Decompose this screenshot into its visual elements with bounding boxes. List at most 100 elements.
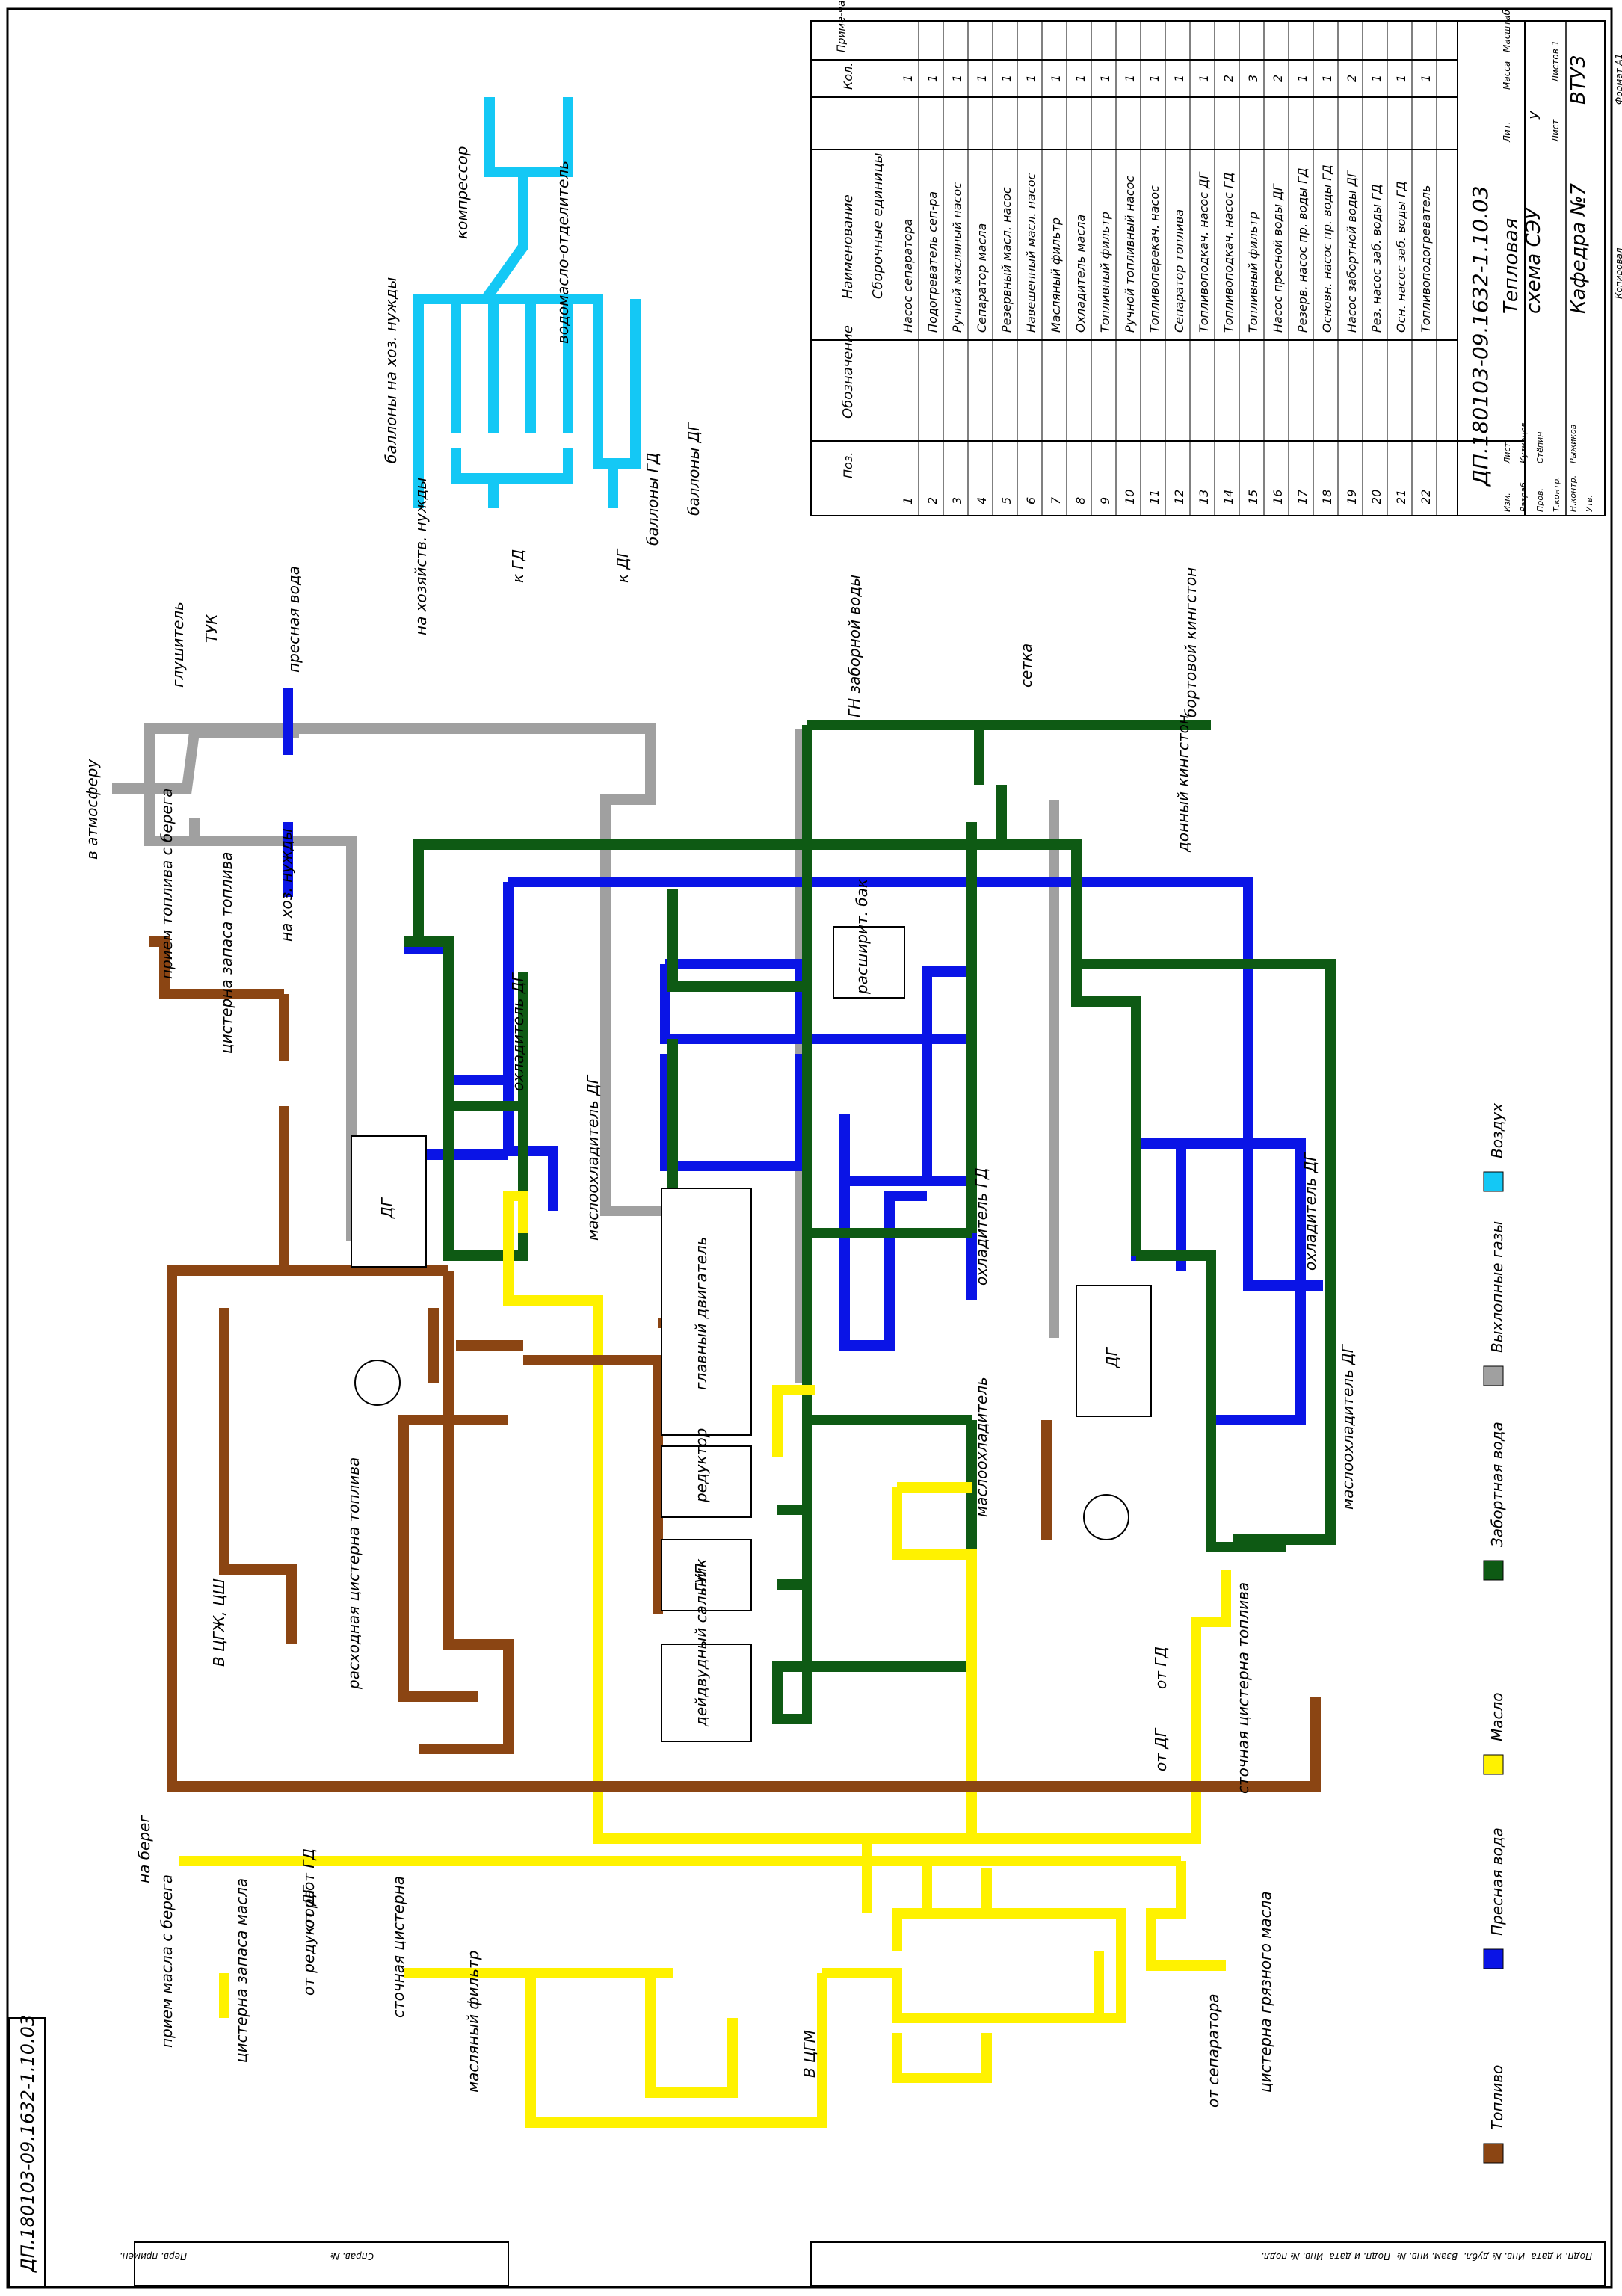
stamp-cell: Перв. примен.: [120, 2251, 187, 2262]
spec-row-name: Топливный фильтр: [1098, 212, 1112, 333]
spec-row-name: Топливоперекач. насос: [1147, 185, 1162, 333]
dirty-oil-tank-label: цистерна грязного масла: [1256, 1891, 1274, 2093]
fuel-reserve-tank-label: цистерна запаса топлива: [218, 851, 235, 1054]
spec-row-qty: 1: [925, 75, 940, 82]
side-kingston-label: бортовой кингстон: [1182, 567, 1200, 718]
copied-label: Копировал: [1614, 247, 1622, 299]
exhaust-system: [112, 723, 1059, 1383]
to-gd-label: к ГД: [509, 549, 527, 583]
spec-row-name: Топливоподкач. насос ДГ: [1197, 171, 1211, 333]
stamp-cell: Инв. № дубл.: [1464, 2251, 1525, 2262]
main-engine-label: главный двигатель: [692, 1237, 710, 1390]
spec-row-pos: 20: [1369, 490, 1384, 504]
to-shore-label: на берег: [135, 1815, 153, 1883]
sheet-label: Лист: [1550, 119, 1561, 143]
drawing-frame: [6, 7, 1613, 2289]
sign-row-name: Стёпин: [1535, 432, 1545, 463]
spec-row-name: Подогреватель сеп-ра: [925, 191, 940, 333]
spec-row-pos: 10: [1123, 490, 1137, 504]
compressor-label: компрессор: [453, 146, 471, 239]
oil-intake-label: прием масла с берега: [158, 1874, 176, 2048]
spec-row-name: Насос сепаратора: [901, 219, 915, 333]
spec-row-name: Ручной топливный насос: [1123, 176, 1137, 333]
generator-right-icon: [1083, 1494, 1129, 1540]
from-dg-left-label: от ДГ: [300, 1884, 318, 1928]
spec-row-name: Осн. насос заб. воды ГД: [1394, 181, 1408, 333]
expansion-tank-label: расширит. бак: [853, 879, 871, 995]
spec-row-name: Сепаратор масла: [975, 223, 989, 333]
title-line-2: схема СЭУ: [1523, 206, 1545, 314]
from-reducer-label: от редуктора: [300, 1889, 318, 1996]
spec-header-name: Наименование: [840, 194, 856, 299]
stage-header: Лит.: [1502, 121, 1512, 143]
spec-row-qty: 3: [1246, 75, 1260, 82]
sign-row-role: Изм.: [1502, 493, 1512, 512]
tuk-label: ТУК: [203, 614, 221, 643]
legend-label: Воздух: [1488, 1103, 1506, 1158]
stern-seal-box: [661, 1644, 752, 1742]
spec-row-pos: 17: [1295, 489, 1310, 504]
spec-row-pos: 11: [1147, 490, 1162, 504]
bottom-kingston-label: донный кингстон: [1174, 715, 1192, 853]
spec-row-pos: 21: [1394, 490, 1408, 504]
stamp-cell: Подп. и дата: [1531, 2251, 1592, 2262]
stamp-strip: ДП.180103-09.1632-1.10.03 Подп. и датаИн…: [8, 2015, 1606, 2288]
legend-label: Выхлопные газы: [1488, 1221, 1506, 1353]
spec-row-name: Топливоподогреватель: [1419, 185, 1433, 333]
sign-row-name: Кузнецов: [1519, 422, 1529, 463]
spec-row-pos: 6: [1024, 497, 1038, 504]
spec-row-qty: 1: [1073, 75, 1088, 82]
air-system: [413, 97, 641, 508]
gup-label: ГУП: [692, 1564, 710, 1592]
stamp-cell: Справ. №: [330, 2251, 374, 2262]
doc-code: ДП.180103-09.1632-1.10.03: [1468, 185, 1493, 487]
spec-row-pos: 3: [950, 497, 964, 504]
spec-row-qty: 1: [1197, 75, 1211, 82]
service-tank-label: расходная цистерна топлива: [345, 1457, 363, 1690]
household-needs-label: на хоз. нужды: [277, 828, 295, 942]
water-oil-sep-label: водомасло-отделитель: [554, 161, 572, 344]
spec-header-designation: Обозначение: [840, 325, 856, 419]
sign-row-name: Рыжиков: [1568, 425, 1578, 463]
reducer-box: [661, 1445, 752, 1518]
dg-left-box: [351, 1135, 427, 1268]
stamp-cell: Инв. № подл.: [1261, 2251, 1323, 2262]
sign-row-role: Н.контр.: [1568, 475, 1578, 512]
spec-row-qty: 1: [1024, 75, 1038, 82]
spec-row-pos: 1: [901, 497, 915, 504]
reducer-label: редуктор: [692, 1428, 710, 1503]
dept: Кафедра №7: [1567, 183, 1590, 314]
spec-row-name: Сепаратор топлива: [1172, 209, 1186, 333]
spec-row-name: Охладитель масла: [1073, 215, 1088, 333]
stage: У: [1528, 111, 1544, 120]
spec-header-note: Приме-чание: [836, 0, 848, 52]
oil-reserve-tank-label: цистерна запаса масла: [232, 1878, 250, 2063]
spec-row-pos: 22: [1419, 490, 1433, 504]
legend-label: Топливо: [1488, 2065, 1506, 2130]
spec-row-pos: 9: [1098, 497, 1112, 504]
spec-row-name: Масляный фильтр: [1049, 217, 1063, 333]
dg-right-box: [1076, 1285, 1152, 1417]
oil-system: [179, 1191, 1231, 2128]
stamp-cell: Подп. и дата: [1329, 2251, 1390, 2262]
spec-row-pos: 15: [1246, 490, 1260, 504]
spec-row-qty: 2: [1221, 75, 1236, 82]
legend-swatch: [1483, 1365, 1504, 1386]
cooler-gd-label: охладитель ГД: [972, 1167, 990, 1286]
cyl-gd-label: баллоны ГД: [644, 453, 662, 546]
generator-left-icon: [354, 1360, 401, 1406]
spec-row-name: Насос пресной воды ДГ: [1271, 183, 1285, 333]
gn-sea-water-label: ГН заборной воды: [845, 575, 863, 718]
spec-row-pos: 19: [1345, 490, 1359, 504]
strainer-label: сетка: [1017, 644, 1035, 688]
spec-row-qty: 1: [1419, 75, 1433, 82]
sign-row-role: Утв.: [1585, 495, 1594, 512]
format-label: Формат А1: [1614, 54, 1622, 105]
spec-row-qty: 1: [1049, 75, 1063, 82]
spec-row-qty: 2: [1345, 75, 1359, 82]
spec-row-qty: 1: [1147, 75, 1162, 82]
spec-row-name: Основн. насос пр. воды ГД: [1320, 164, 1334, 333]
cooler-dg-left-label: охладитель ДГ: [509, 972, 527, 1091]
spec-row-pos: 7: [1049, 496, 1063, 504]
